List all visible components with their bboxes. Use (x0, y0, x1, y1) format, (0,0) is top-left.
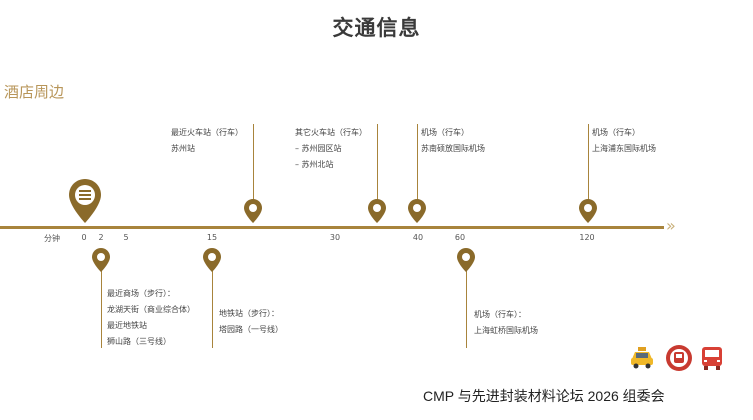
timeline-axis (0, 226, 664, 229)
axis-tick: 2 (98, 233, 104, 242)
taxi-icon (628, 344, 656, 372)
axis-unit-label: 分钟 (44, 234, 60, 243)
location-pin-icon (408, 199, 426, 223)
info-block-tayuan-metro: 地铁站（步行）： 塔园路（一号线） (219, 306, 283, 338)
timeline-connector (466, 268, 467, 348)
info-block-suzhou-station: 最近火车站（行车） 苏州站 (171, 125, 243, 157)
timeline-connector (417, 124, 418, 206)
info-line: 塔园路（一号线） (219, 325, 283, 334)
info-line: 机场（行车） (592, 128, 640, 137)
timeline-connector (377, 124, 378, 206)
info-line: 苏州站 (171, 144, 195, 153)
timeline-connector (253, 124, 254, 206)
info-line: 其它火车站（行车） (295, 128, 367, 137)
axis-tick: 15 (206, 233, 218, 242)
info-line: 狮山路（三号线） (107, 337, 171, 346)
info-line: 最近商场（步行）： (107, 289, 175, 298)
info-line: 机场（行车）： (474, 310, 526, 319)
info-line: 龙湖天街（商业综合体） (107, 305, 195, 314)
info-block-mall-metro: 最近商场（步行）： 龙湖天街（商业综合体） 最近地铁站 狮山路（三号线） (107, 286, 195, 350)
transport-icons (628, 344, 728, 374)
axis-tick: 60 (454, 233, 466, 242)
metro-icon (666, 345, 692, 371)
timeline-connector (101, 268, 102, 348)
timeline-connector (588, 124, 589, 206)
section-subtitle: 酒店周边 (4, 83, 65, 101)
info-line: 上海浦东国际机场 (592, 144, 656, 153)
info-line: 苏南硕放国际机场 (421, 144, 485, 153)
location-pin-icon (203, 248, 221, 272)
location-pin-icon (92, 248, 110, 272)
info-line: – 苏州北站 (295, 160, 334, 169)
info-line: 最近火车站（行车） (171, 128, 243, 137)
hotel-pin-icon (69, 179, 101, 223)
info-line: 地铁站（步行）： (219, 309, 279, 318)
location-pin-icon (579, 199, 597, 223)
info-block-pudong-airport: 机场（行车） 上海浦东国际机场 (592, 125, 656, 157)
info-line: – 苏州园区站 (295, 144, 342, 153)
axis-tick: 120 (579, 233, 595, 242)
info-line: 上海虹桥国际机场 (474, 326, 538, 335)
info-block-other-stations: 其它火车站（行车） – 苏州园区站 – 苏州北站 (295, 125, 367, 173)
axis-tick: 0 (81, 233, 87, 242)
page-title: 交通信息 (332, 15, 421, 40)
bus-icon (702, 347, 722, 370)
axis-tick: 30 (329, 233, 341, 242)
axis-arrow-icon: » (666, 216, 676, 235)
timeline-connector (212, 268, 213, 348)
info-line: 机场（行车） (421, 128, 469, 137)
axis-tick: 5 (123, 233, 129, 242)
location-pin-icon (244, 199, 262, 223)
axis-tick: 40 (412, 233, 424, 242)
info-line: 最近地铁站 (107, 321, 147, 330)
info-block-hongqiao-airport: 机场（行车）： 上海虹桥国际机场 (474, 307, 538, 339)
footer-organizer: CMP 与先进封装材料论坛 2026 组委会 (423, 388, 665, 404)
info-block-sunan-airport: 机场（行车） 苏南硕放国际机场 (421, 125, 485, 157)
location-pin-icon (368, 199, 386, 223)
location-pin-icon (457, 248, 475, 272)
